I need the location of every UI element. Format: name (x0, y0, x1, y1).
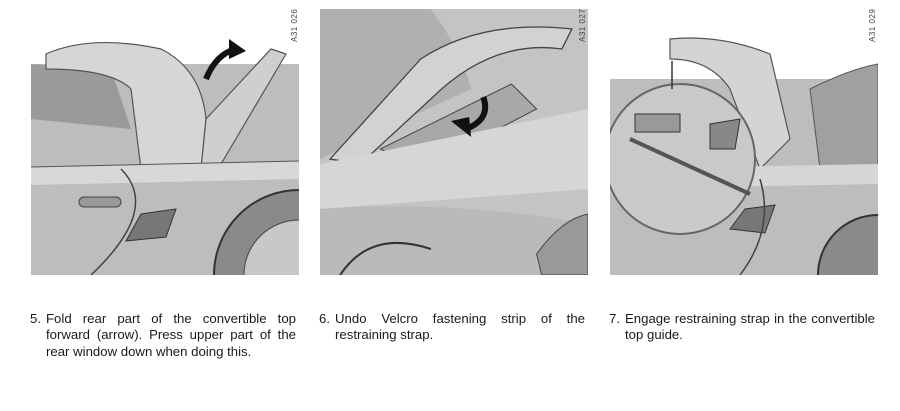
illustration-engage-strap (610, 9, 878, 275)
figure-code: A31 027 (578, 8, 587, 42)
caption-step-6: 6. Undo Velcro fastening strip of the re… (319, 311, 585, 344)
step-number: 6. (319, 311, 330, 326)
step-text: Fold rear part of the convertible top fo… (46, 311, 296, 359)
illustration-fold-top (31, 9, 299, 275)
step-number: 7. (609, 311, 620, 326)
figure-code: A31 026 (290, 8, 299, 42)
step-text: Undo Velcro fastening strip of the restr… (335, 311, 585, 343)
illustration-undo-velcro (320, 9, 588, 275)
figure-code: A31 029 (868, 8, 877, 42)
step-text: Engage restraining strap in the converti… (625, 311, 875, 343)
step-number: 5. (30, 311, 41, 326)
caption-step-5: 5. Fold rear part of the convertible top… (30, 311, 296, 360)
caption-step-7: 7. Engage restraining strap in the conve… (609, 311, 875, 344)
